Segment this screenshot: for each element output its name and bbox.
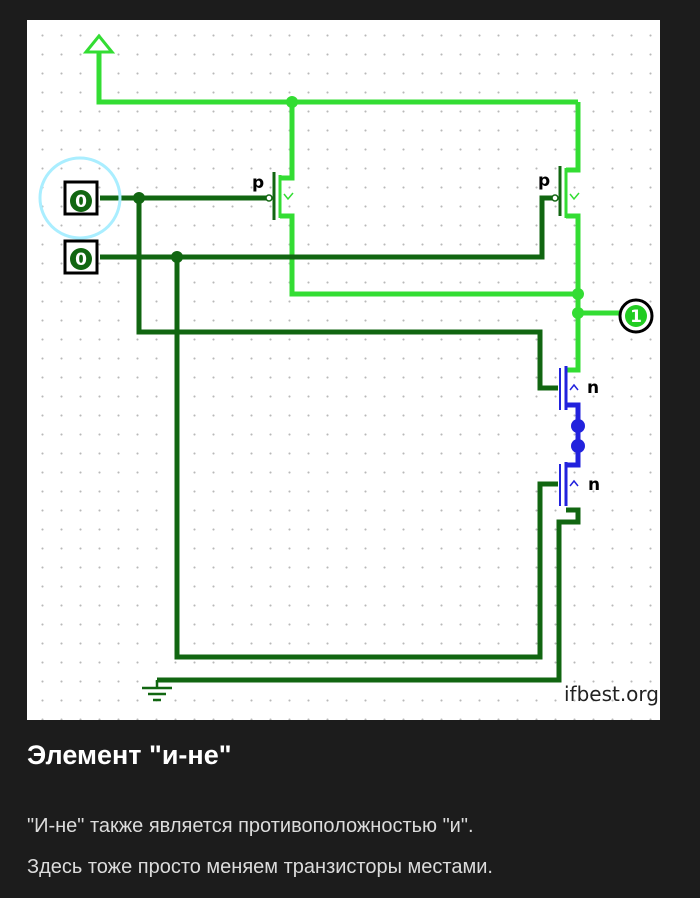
- p-transistor-1: p: [252, 172, 294, 220]
- p-transistor-2: p: [538, 166, 580, 218]
- transistor-label: p: [538, 171, 550, 191]
- article-paragraph: "И-не" также является противоположностью…: [27, 815, 474, 837]
- article-title: Элемент "и-не": [27, 740, 232, 770]
- input-a-value: 0: [75, 192, 87, 212]
- transistor-label: p: [252, 173, 264, 193]
- selection-highlight: [38, 156, 122, 240]
- output-pin: 1: [618, 298, 654, 334]
- n-transistor-2: n: [559, 462, 600, 506]
- series-wire: [566, 402, 581, 468]
- input-pin-a[interactable]: 0: [63, 180, 99, 216]
- circuit-canvas: [27, 20, 660, 720]
- watermark: ifbest.org: [564, 682, 659, 706]
- article-paragraph: Здесь тоже просто меняем транзисторы мес…: [27, 856, 493, 878]
- vdd-wire: [96, 52, 578, 105]
- transistor-label: n: [587, 378, 599, 398]
- low-wires: [100, 195, 581, 683]
- input-pin-b[interactable]: 0: [63, 239, 99, 275]
- n-transistor-1: n: [559, 366, 599, 410]
- power-icon: [82, 33, 116, 54]
- junctions: [133, 96, 585, 453]
- output-value: 1: [630, 307, 642, 327]
- ground-icon: [142, 680, 172, 702]
- transistor-label: n: [588, 475, 600, 495]
- ground-wire: [157, 507, 581, 683]
- input-b-value: 0: [75, 250, 87, 270]
- input-b-wire: [100, 195, 556, 260]
